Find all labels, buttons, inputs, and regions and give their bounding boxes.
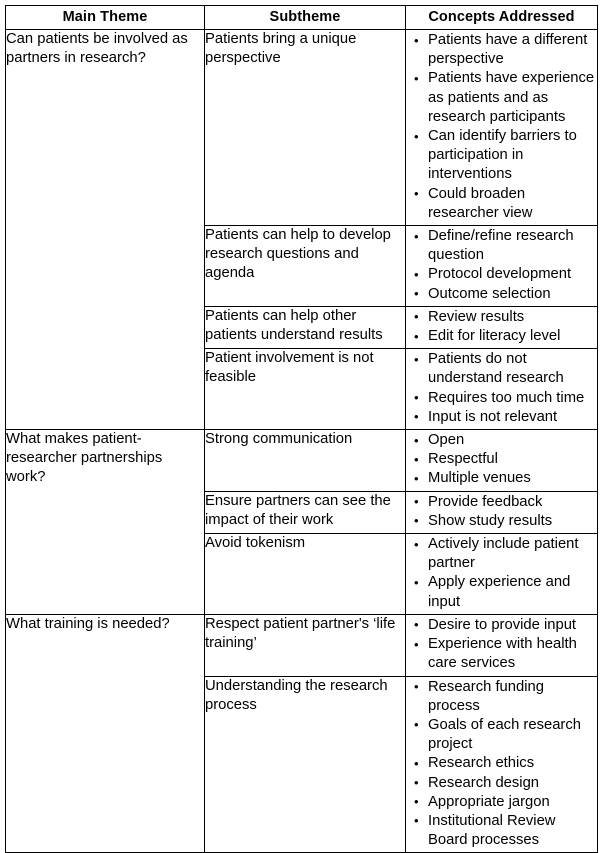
concept-item: Research design xyxy=(413,773,595,793)
subtheme-cell: Understanding the research process xyxy=(204,675,406,853)
concept-item: Input is not relevant xyxy=(413,407,595,427)
concepts-list: Research funding processGoals of each re… xyxy=(406,677,597,851)
subtheme-cell: Patients can help to develop research qu… xyxy=(204,225,406,307)
table-row: Ensure partners can see the impact of th… xyxy=(6,490,598,535)
concepts-cell: Review resultsEdit for literacy level xyxy=(405,305,598,350)
concept-item: Research funding process xyxy=(413,677,595,716)
table-header: Main Theme Subtheme Concepts Addressed xyxy=(5,5,598,30)
concepts-cell: Define/refine research questionProtocol … xyxy=(405,225,598,307)
concepts-list: Patients do not understand researchRequi… xyxy=(406,350,597,427)
column-header-concepts-addressed: Concepts Addressed xyxy=(405,5,598,30)
concepts-cell: Desire to provide inputExperience with h… xyxy=(405,613,598,677)
concept-item: Patients have experience as patients and… xyxy=(413,69,595,127)
concept-item: Research ethics xyxy=(413,754,595,773)
concept-item: Experience with health care services xyxy=(413,635,595,673)
concepts-list: Patients have a different perspectivePat… xyxy=(406,30,597,223)
main-theme-cell: Can patients be involved as partners in … xyxy=(5,28,205,431)
concept-item: Respectful xyxy=(413,450,595,469)
table-row: What makes patient-researcher partnershi… xyxy=(5,429,598,615)
themes-table-container: Main Theme Subtheme Concepts Addressed C… xyxy=(5,5,598,853)
subtheme-cell: Respect patient partner's ‘life training… xyxy=(204,613,406,677)
themes-table: Main Theme Subtheme Concepts Addressed C… xyxy=(5,5,598,853)
concept-item: Provide feedback xyxy=(413,492,595,512)
concept-item: Outcome selection xyxy=(413,284,595,304)
concept-item: Define/refine research question xyxy=(413,227,595,265)
concepts-cell: Research funding processGoals of each re… xyxy=(405,675,598,853)
table-row: Patients can help to develop research qu… xyxy=(6,225,598,307)
concept-item: Edit for literacy level xyxy=(413,327,595,346)
table-row: Can patients be involved as partners in … xyxy=(5,28,598,431)
table-row: Avoid tokenismActively include patient p… xyxy=(6,533,598,615)
main-theme-cell: What training is needed? xyxy=(5,613,205,853)
table-row: Patients can help other patients underst… xyxy=(6,305,598,350)
concept-item: Protocol development xyxy=(413,265,595,284)
column-header-subtheme: Subtheme xyxy=(204,5,406,30)
header-row: Main Theme Subtheme Concepts Addressed xyxy=(5,5,598,30)
main-theme-cell: What makes patient-researcher partnershi… xyxy=(5,429,205,615)
concepts-cell: Patients do not understand researchRequi… xyxy=(405,348,598,431)
subtheme-cell: Avoid tokenism xyxy=(204,533,406,615)
subtheme-cell: Ensure partners can see the impact of th… xyxy=(204,490,406,535)
concept-item: Patients have a different perspective xyxy=(413,30,595,69)
subtheme-cell: Patients can help other patients underst… xyxy=(204,305,406,350)
table-body: Can patients be involved as partners in … xyxy=(5,28,598,853)
concepts-list: Desire to provide inputExperience with h… xyxy=(406,615,597,674)
column-header-main-theme: Main Theme xyxy=(5,5,205,30)
concept-item: Multiple venues xyxy=(413,469,595,488)
concepts-cell: OpenRespectfulMultiple venues xyxy=(405,429,598,492)
concept-item: Can identify barriers to participation i… xyxy=(413,127,595,185)
concepts-list: Define/refine research questionProtocol … xyxy=(406,227,597,304)
concepts-cell: Patients have a different perspectivePat… xyxy=(405,28,598,227)
concepts-cell: Provide feedbackShow study results xyxy=(405,490,598,535)
concept-item: Apply experience and input xyxy=(413,573,595,611)
concepts-list: OpenRespectfulMultiple venues xyxy=(406,431,597,489)
subtheme-cell: Patients bring a unique perspective xyxy=(204,28,406,227)
concept-item: Goals of each research project xyxy=(413,715,595,754)
concept-item: Desire to provide input xyxy=(413,615,595,635)
concept-item: Appropriate jargon xyxy=(413,792,595,812)
table-row: Patient involvement is not feasiblePatie… xyxy=(6,348,598,431)
subtheme-cell: Patient involvement is not feasible xyxy=(204,348,406,431)
concept-item: Requires too much time xyxy=(413,388,595,408)
concepts-list: Review resultsEdit for literacy level xyxy=(406,307,597,346)
concept-item: Patients do not understand research xyxy=(413,350,595,388)
concept-item: Open xyxy=(413,431,595,450)
concept-item: Could broaden researcher view xyxy=(413,184,595,223)
concept-item: Institutional Review Board processes xyxy=(413,811,595,850)
concepts-list: Actively include patient partnerApply ex… xyxy=(406,535,597,612)
concept-item: Review results xyxy=(413,307,595,327)
concept-item: Actively include patient partner xyxy=(413,535,595,573)
table-row: What training is needed?Respect patient … xyxy=(5,613,598,853)
subtheme-cell: Strong communication xyxy=(204,429,406,492)
concepts-list: Provide feedbackShow study results xyxy=(406,492,597,531)
concepts-cell: Actively include patient partnerApply ex… xyxy=(405,533,598,615)
concept-item: Show study results xyxy=(413,511,595,531)
